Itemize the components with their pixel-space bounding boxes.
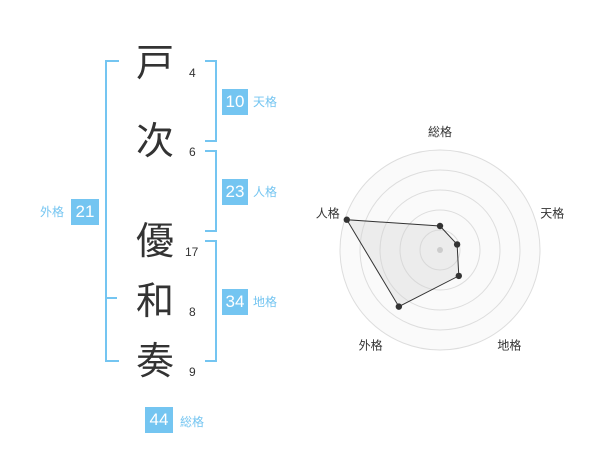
radar-ring: [399, 209, 481, 291]
sou-value-badge: 44: [145, 407, 173, 433]
radar-point-1: [436, 222, 444, 230]
chi-label: 地格: [253, 295, 278, 309]
gai-bracket-tick: [105, 297, 117, 299]
radar-point-4: [395, 303, 403, 310]
stroke-count-4: 8: [189, 305, 196, 319]
radar-axis-label: 天格: [540, 206, 564, 221]
radar-area: [345, 219, 460, 308]
name-char-5: 奏: [135, 339, 174, 383]
name-char-1: 戸: [135, 41, 174, 85]
jin-value-badge: 23: [222, 179, 248, 205]
radar-ring: [379, 189, 501, 311]
name-char-2: 次: [135, 119, 174, 163]
stroke-count-1: 4: [189, 66, 196, 80]
jin-label: 人格: [253, 185, 278, 199]
radar-axis-label: 人格: [316, 206, 340, 221]
gai-value-badge: 21: [71, 199, 99, 225]
radar-axis-label: 地格: [497, 337, 521, 352]
radar-ring: [419, 229, 461, 271]
ten-bracket: [205, 60, 217, 142]
radar-center-dot: [437, 247, 443, 253]
sou-label: 総格: [180, 415, 205, 429]
radar-ring: [359, 169, 521, 331]
radar-point-3: [455, 272, 463, 280]
chi-bracket: [205, 240, 217, 362]
ten-value-badge: 10: [222, 89, 248, 115]
stroke-count-3: 17: [185, 245, 199, 259]
stroke-count-2: 6: [189, 145, 196, 159]
gai-bracket: [105, 60, 119, 362]
name-char-3: 優: [135, 219, 174, 263]
chi-value-badge: 34: [222, 289, 248, 315]
jin-bracket: [205, 150, 217, 232]
stroke-count-5: 9: [189, 365, 196, 379]
gai-label: 外格: [40, 205, 65, 219]
name-char-4: 和: [135, 279, 174, 323]
radar-axis-label: 総格: [428, 124, 452, 139]
ten-label: 天格: [253, 95, 278, 109]
radar-point-2: [453, 241, 461, 248]
radar-axis-label: 外格: [359, 337, 383, 352]
radar-point-5: [343, 216, 350, 223]
